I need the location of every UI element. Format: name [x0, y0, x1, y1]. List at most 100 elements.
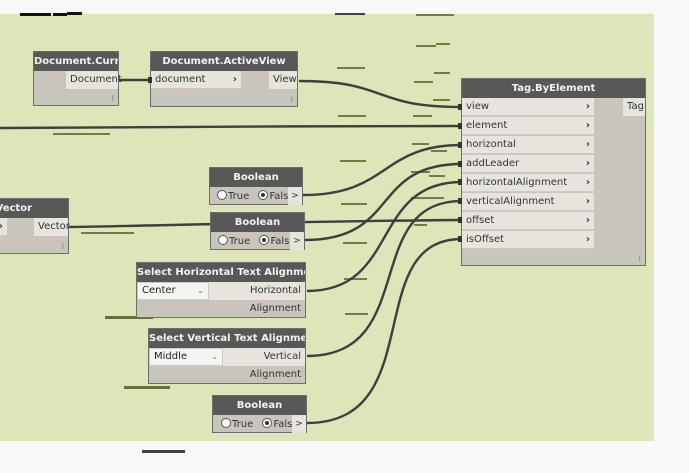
radio-true[interactable]: True: [221, 418, 254, 430]
port-connector: [458, 104, 462, 110]
wire-label: [338, 115, 366, 117]
node-boolean-2[interactable]: Boolean True False >: [210, 212, 305, 250]
input-port[interactable]: ›: [0, 218, 7, 236]
port-label: document: [155, 74, 206, 85]
vertical-alignment-dropdown[interactable]: Middle ⌄: [149, 348, 223, 366]
input-port-offset[interactable]: offset›: [462, 212, 594, 230]
input-port-addleader[interactable]: addLeader ›: [462, 155, 594, 173]
wire-label: [411, 197, 444, 199]
output-port-document[interactable]: Document: [66, 71, 122, 89]
chevron-right-icon: ›: [585, 196, 590, 207]
port-label: horizontal: [466, 139, 516, 150]
port-connector: [458, 161, 462, 167]
dropdown-value: Center: [142, 285, 176, 296]
input-port-horizontal[interactable]: horizontal›: [462, 136, 594, 154]
chevron-down-icon: ⌄: [211, 352, 218, 361]
chevron-down-icon: ⌄: [197, 286, 204, 295]
port-label: isOffset: [466, 234, 505, 245]
radio-true-label: True: [232, 419, 254, 430]
port-label: view: [466, 101, 490, 112]
port-label: addLeader: [466, 158, 520, 169]
radio-true-icon: [221, 418, 231, 428]
radio-true[interactable]: True: [218, 235, 250, 247]
radio-true-icon: [217, 190, 227, 200]
chevron-right-icon: ›: [585, 234, 590, 245]
node-title: Select Horizontal Text Alignment: [137, 263, 305, 282]
wire-label: [412, 143, 429, 145]
node-document-activeview[interactable]: Document.ActiveView document › View ⁞: [150, 51, 298, 107]
radio-false[interactable]: False: [259, 235, 296, 247]
radio-true[interactable]: True: [217, 190, 249, 202]
boolean-toggle: True False: [217, 187, 295, 207]
wire-label: [433, 99, 450, 101]
radio-false-label: False: [273, 419, 299, 430]
node-title-text: asVector: [0, 203, 32, 214]
dropdown-value: Middle: [154, 351, 188, 362]
wire-label: [105, 316, 153, 319]
wire-label: [436, 43, 450, 45]
node-title: Boolean: [210, 168, 302, 187]
output-port-view[interactable]: View: [269, 71, 297, 89]
wire-label: [343, 242, 367, 244]
group-title-mark: [20, 13, 51, 16]
wire-label: [340, 160, 366, 162]
output-port[interactable]: >: [288, 187, 302, 205]
input-port-view[interactable]: view›: [462, 98, 594, 116]
radio-false[interactable]: False: [262, 418, 299, 430]
resize-grip-icon[interactable]: ⁞: [638, 254, 641, 263]
radio-false-icon: [259, 235, 270, 245]
wire-label: [337, 67, 365, 69]
port-label: verticalAlignment: [466, 196, 555, 207]
output-port-horizontal-alignment[interactable]: Horizontal Alignment: [209, 282, 305, 314]
wire-label: [344, 278, 367, 280]
node-tag-byelement[interactable]: Tag.ByElement view› element› horizontal›…: [461, 78, 646, 266]
output-port[interactable]: >: [290, 232, 304, 250]
wire-label: [124, 386, 170, 389]
wire-label: [81, 232, 134, 234]
port-label: horizontalAlignment: [466, 177, 568, 188]
wire-label: [345, 313, 368, 315]
input-port-horizontal-alignment[interactable]: horizontalAlignment›: [462, 174, 594, 192]
wire-label: [413, 115, 432, 117]
input-port-element[interactable]: element›: [462, 117, 594, 135]
output-port[interactable]: >: [292, 415, 306, 433]
input-port-document[interactable]: document ›: [151, 71, 241, 89]
node-document-current[interactable]: Document.Current Document ⁞: [33, 51, 122, 106]
wire-label: [53, 133, 110, 135]
port-label: offset: [466, 215, 495, 226]
port-connector: [458, 217, 462, 223]
input-port-vertical-alignment[interactable]: verticalAlignment ›: [462, 193, 594, 211]
wire-label: [411, 171, 430, 173]
node-title: Boolean: [213, 396, 306, 415]
wire-label: [416, 45, 436, 47]
resize-grip-icon[interactable]: ⁞: [61, 242, 64, 251]
node-select-horizontal-alignment[interactable]: Select Horizontal Text Alignment Center …: [136, 262, 306, 318]
port-connector: [458, 236, 462, 242]
node-title: Tag.ByElement: [462, 79, 645, 98]
radio-false-icon: [258, 190, 269, 200]
node-select-vertical-alignment[interactable]: Select Vertical Text Alignment Middle ⌄ …: [148, 328, 306, 384]
group-title-mark: [335, 13, 365, 15]
radio-true-icon: [218, 235, 228, 245]
node-boolean-1[interactable]: Boolean True False >: [209, 167, 303, 205]
wire-label: [414, 224, 427, 226]
wire-label: [414, 81, 433, 83]
port-label: element: [466, 120, 508, 131]
boolean-toggle: True False: [218, 232, 296, 252]
input-port-isoffset[interactable]: isOffset ›: [462, 231, 594, 249]
chevron-right-icon: ›: [585, 158, 590, 169]
output-port-tag[interactable]: Tag: [623, 98, 645, 116]
node-boolean-3[interactable]: Boolean True False >: [212, 395, 307, 433]
horizontal-alignment-dropdown[interactable]: Center ⌄: [137, 282, 209, 300]
resize-grip-icon[interactable]: ⁞: [111, 94, 114, 103]
node-as-vector[interactable]: asVector › Vector ⁞: [0, 198, 70, 254]
output-port-vector[interactable]: Vector: [34, 218, 70, 236]
boolean-toggle: True False: [221, 415, 299, 435]
radio-false[interactable]: False: [258, 190, 295, 202]
wire-label: [341, 203, 367, 205]
wire-label: [429, 175, 445, 177]
resize-grip-icon[interactable]: ⁞: [290, 95, 293, 104]
group-title-mark: [67, 12, 82, 15]
group-title-mark: [53, 13, 67, 16]
output-port-vertical-alignment[interactable]: Vertical Alignment: [223, 348, 305, 380]
